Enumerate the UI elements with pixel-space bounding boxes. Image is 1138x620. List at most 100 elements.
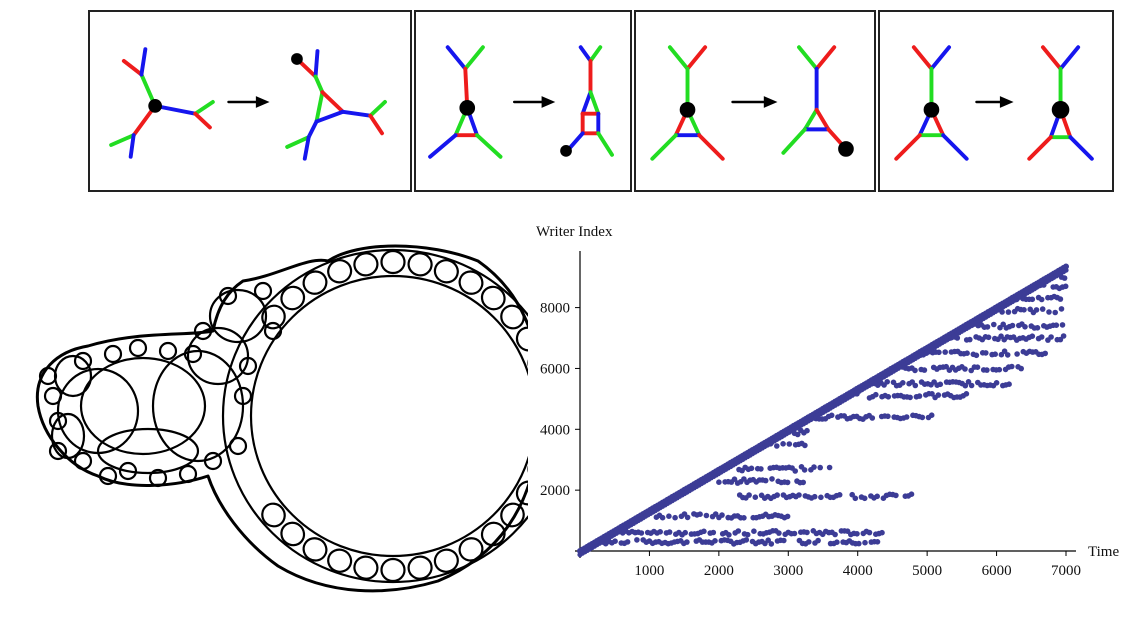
data-point <box>768 541 775 547</box>
edge <box>588 45 603 63</box>
node <box>459 100 476 116</box>
edge <box>580 90 593 116</box>
cell <box>43 386 63 406</box>
data-point <box>682 529 688 536</box>
rule-panel-4 <box>878 10 1114 192</box>
data-point <box>1038 334 1045 340</box>
edge <box>1027 135 1053 161</box>
cell <box>228 436 248 456</box>
data-point <box>928 412 935 418</box>
cell <box>48 411 68 431</box>
edge <box>368 100 387 118</box>
data-point <box>967 336 973 343</box>
data-point <box>1009 322 1016 329</box>
edge <box>929 45 952 71</box>
data-point <box>828 412 835 419</box>
data-point <box>908 491 915 498</box>
data-point <box>1057 336 1064 343</box>
cell <box>53 354 93 398</box>
data-point <box>963 391 970 397</box>
data-point <box>965 379 972 385</box>
data-point <box>954 335 961 341</box>
x-tick-label: 1000 <box>634 563 664 579</box>
data-point <box>751 528 757 534</box>
cell <box>128 338 148 358</box>
data-point <box>1022 324 1028 330</box>
data-point <box>874 493 880 500</box>
ring-cell <box>353 252 379 277</box>
y-tick-label: 6000 <box>540 361 570 377</box>
data-point <box>968 382 975 389</box>
data-point <box>984 324 991 330</box>
data-point <box>885 394 892 400</box>
edge <box>445 45 468 71</box>
data-point <box>638 530 645 536</box>
data-point <box>974 364 981 370</box>
network-graph <box>35 244 528 593</box>
data-point <box>672 514 678 521</box>
data-point <box>1029 296 1036 303</box>
edge <box>781 127 807 155</box>
edge <box>340 109 373 118</box>
data-point <box>1031 285 1038 292</box>
data-point <box>815 537 821 544</box>
data-point <box>811 493 818 500</box>
edge <box>475 133 503 159</box>
cell <box>73 351 93 371</box>
rule-2-diagram <box>428 45 614 159</box>
data-point <box>861 495 868 502</box>
x-tick-label: 7000 <box>1051 563 1081 579</box>
data-point <box>983 350 989 356</box>
edge <box>193 111 212 130</box>
edge <box>193 100 215 116</box>
data-point <box>1062 283 1069 290</box>
data-point <box>784 513 791 520</box>
cell <box>183 344 203 364</box>
data-point <box>937 381 944 388</box>
data-point <box>1021 307 1027 313</box>
data-point <box>903 414 910 420</box>
cell <box>48 441 68 461</box>
edge <box>1068 135 1094 161</box>
data-point <box>929 391 935 397</box>
x-tick-label: 3000 <box>773 563 803 579</box>
x-tick-label: 4000 <box>843 563 873 579</box>
data-point <box>746 492 752 498</box>
cell <box>79 356 207 456</box>
data-point <box>716 479 722 486</box>
data-point <box>916 393 923 399</box>
data-point <box>612 538 618 544</box>
ring-cell <box>433 548 459 573</box>
edge <box>302 135 311 161</box>
data-point <box>900 380 906 386</box>
data-point <box>791 530 798 537</box>
outline <box>35 244 528 593</box>
data-point <box>993 380 1000 386</box>
edge <box>121 58 144 77</box>
data-point <box>804 529 810 536</box>
x-tick-label: 2000 <box>704 563 734 579</box>
rule-panel-1 <box>88 10 412 192</box>
rule-3-diagram <box>650 45 854 161</box>
ring-cell <box>458 270 484 295</box>
edge <box>314 109 345 124</box>
data-point <box>973 352 980 359</box>
data-point <box>1042 350 1048 357</box>
data-point <box>684 514 691 521</box>
ring-cell <box>480 285 506 311</box>
data-point <box>1034 325 1041 331</box>
cell <box>50 412 86 460</box>
rule-panel-3 <box>634 10 876 192</box>
data-point <box>697 511 703 517</box>
data-point <box>784 479 791 486</box>
data-point <box>1048 334 1054 340</box>
data-point <box>826 464 833 471</box>
data-point <box>666 513 672 519</box>
edge <box>596 131 614 157</box>
y-tick-label: 4000 <box>540 422 570 438</box>
edge <box>463 45 485 71</box>
data-point <box>1063 267 1069 273</box>
data-point <box>769 476 775 482</box>
data-point <box>752 494 759 501</box>
data-point <box>834 539 840 545</box>
